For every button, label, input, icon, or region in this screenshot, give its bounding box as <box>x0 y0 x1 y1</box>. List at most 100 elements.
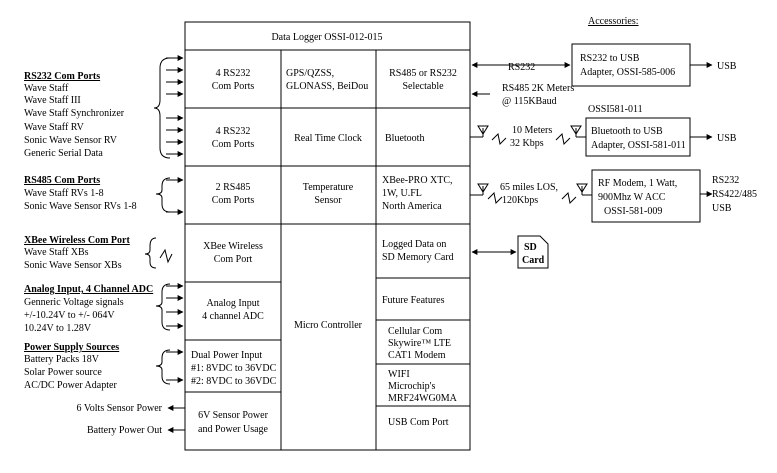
cell-sensor-power: 6V Sensor Power and Power Usage <box>198 410 269 435</box>
svg-text:6 Volts Sensor Power: 6 Volts Sensor Power <box>77 403 163 414</box>
cell-xbee-pro: XBee-PRO XTC, 1W, U.FL North America <box>382 175 453 212</box>
antenna-icon <box>477 183 489 195</box>
svg-text:Bluetooth to USB: Bluetooth to USB <box>591 126 663 137</box>
svg-text:GLONASS, BeiDou: GLONASS, BeiDou <box>286 81 368 92</box>
svg-text:Dual Power Input: Dual Power Input <box>191 350 262 361</box>
accessories-label: Accessories: <box>588 16 639 27</box>
cell-rs485-selectable: RS485 or RS232 Selectable <box>389 68 457 92</box>
svg-text:10.24V to 1.28V: 10.24V to 1.28V <box>24 323 92 334</box>
svg-text:32 Kbps: 32 Kbps <box>510 138 544 149</box>
svg-text:Com Port: Com Port <box>214 254 253 265</box>
wireless-icon <box>491 132 507 146</box>
svg-text:Wave Staff RVs 1-8: Wave Staff RVs 1-8 <box>24 188 104 199</box>
cell-rs232: 4 RS232 Com Ports <box>212 68 255 92</box>
cell-cellular: Cellular Com Skywire™ LTE CAT1 Modem <box>388 326 451 361</box>
svg-text:65 miles LOS,: 65 miles LOS, <box>500 182 558 193</box>
rs232-usb-adapter <box>571 43 691 87</box>
svg-text:AC/DC Power Adapter: AC/DC Power Adapter <box>24 380 117 391</box>
antenna-icon <box>477 125 489 137</box>
cell-future-features: Future Features <box>382 295 445 306</box>
svg-text:Sonic Wave Sensor XBs: Sonic Wave Sensor XBs <box>24 260 122 271</box>
svg-text:#2: 8VDC to 36VDC: #2: 8VDC to 36VDC <box>191 376 277 387</box>
rf-modem-outputs: RS232 RS422/485 USB <box>712 175 757 214</box>
svg-text:RS232 to USB: RS232 to USB <box>580 53 640 64</box>
svg-text:RS232: RS232 <box>712 175 739 186</box>
svg-text:@ 115KBaud: @ 115KBaud <box>502 96 557 107</box>
svg-text:SD Memory Card: SD Memory Card <box>382 252 454 263</box>
cell-analog: Analog Input 4 channel ADC <box>202 298 264 322</box>
svg-text:#1: 8VDC to 36VDC: #1: 8VDC to 36VDC <box>191 363 277 374</box>
svg-text:RF Modem, 1 Watt,: RF Modem, 1 Watt, <box>598 178 677 189</box>
svg-text:Analog Input: Analog Input <box>206 298 259 309</box>
link-xbee-pro: 65 miles LOS, 120Kbps <box>470 182 592 206</box>
link-rs485-meters: RS485 2K Meters @ 115KBaud <box>471 83 574 107</box>
svg-text:4 RS232: 4 RS232 <box>216 68 251 79</box>
wireless-icon <box>555 132 571 146</box>
svg-text:RS485 Com Ports: RS485 Com Ports <box>24 175 100 186</box>
logger-outline <box>184 21 471 451</box>
usb-out-1: USB <box>717 61 737 72</box>
cell-rs232-b: 4 RS232 Com Ports <box>212 126 255 150</box>
svg-text:Adapter, OSSI-585-006: Adapter, OSSI-585-006 <box>580 67 675 78</box>
svg-text:OSSI-581-009: OSSI-581-009 <box>604 206 662 217</box>
cell-sd-logged: Logged Data on SD Memory Card <box>382 239 454 263</box>
left-input-arrows <box>166 55 184 383</box>
svg-text:XBee-PRO XTC,: XBee-PRO XTC, <box>382 175 453 186</box>
svg-text:Wave Staff: Wave Staff <box>24 83 69 94</box>
cell-xbee: XBee Wireless Com Port <box>203 241 263 265</box>
cell-rtc: Real Time Clock <box>294 133 362 144</box>
svg-text:Com Ports: Com Ports <box>212 81 255 92</box>
svg-text:Cellular Com: Cellular Com <box>388 326 442 337</box>
svg-text:Com Ports: Com Ports <box>212 195 255 206</box>
svg-text:Logged Data on: Logged Data on <box>382 239 446 250</box>
cell-usb-com: USB Com Port <box>388 417 449 428</box>
left-group-power: Power Supply Sources Battery Packs 18V S… <box>24 342 171 391</box>
svg-text:RS485 or RS232: RS485 or RS232 <box>389 68 457 79</box>
cell-rs485: 2 RS485 Com Ports <box>212 182 255 206</box>
cell-temp: Temperature Sensor <box>303 182 354 206</box>
svg-text:RS232: RS232 <box>508 62 535 73</box>
svg-text:1W, U.FL: 1W, U.FL <box>382 188 422 199</box>
left-group-xbee: XBee Wireless Com Port Wave Staff XBs So… <box>24 235 157 271</box>
svg-text:Battery Power Out: Battery Power Out <box>87 425 162 436</box>
svg-text:Temperature: Temperature <box>303 182 354 193</box>
cell-bluetooth: Bluetooth <box>385 133 424 144</box>
svg-text:Com Ports: Com Ports <box>212 139 255 150</box>
svg-text:RS232 Com Ports: RS232 Com Ports <box>24 71 100 82</box>
svg-text:+/-10.24V to +/- 064V: +/-10.24V to +/- 064V <box>24 310 115 321</box>
svg-text:Future Features: Future Features <box>382 295 445 306</box>
bt-adapter-title: OSSI581-011 <box>588 104 643 115</box>
wireless-icon <box>561 191 577 205</box>
svg-text:Sonic Wave Sensor RVs 1-8: Sonic Wave Sensor RVs 1-8 <box>24 201 137 212</box>
svg-text:Skywire™ LTE: Skywire™ LTE <box>388 338 451 349</box>
svg-text:Solar Power source: Solar Power source <box>24 367 102 378</box>
sd-card-icon <box>517 235 549 269</box>
output-battery: Battery Power Out <box>87 425 185 436</box>
link-bluetooth: 10 Meters 32 Kbps <box>470 125 586 149</box>
svg-text:North America: North America <box>382 201 442 212</box>
svg-text:Wave Staff III: Wave Staff III <box>24 95 81 106</box>
svg-text:Sonic Wave Sensor RV: Sonic Wave Sensor RV <box>24 135 118 146</box>
svg-text:Battery Packs 18V: Battery Packs 18V <box>24 354 100 365</box>
left-group-analog: Analog Input, 4 Channel ADC Genneric Vol… <box>24 283 171 334</box>
sd-card-label: Card <box>522 255 545 266</box>
svg-text:Wave Staff RV: Wave Staff RV <box>24 122 85 133</box>
svg-text:4 RS232: 4 RS232 <box>216 126 251 137</box>
output-sensor-power: 6 Volts Sensor Power <box>77 403 185 414</box>
bt-usb-adapter <box>585 117 691 157</box>
left-group-rs232: RS232 Com Ports Wave Staff Wave Staff II… <box>24 57 171 159</box>
svg-text:Wave Staff Synchronizer: Wave Staff Synchronizer <box>24 108 125 119</box>
svg-text:Sensor: Sensor <box>314 195 342 206</box>
svg-text:Analog Input, 4 Channel ADC: Analog Input, 4 Channel ADC <box>24 284 153 295</box>
svg-text:and Power Usage: and Power Usage <box>198 424 269 435</box>
svg-text:USB Com Port: USB Com Port <box>388 417 449 428</box>
svg-text:CAT1 Modem: CAT1 Modem <box>388 350 446 361</box>
svg-text:XBee Wireless: XBee Wireless <box>203 241 263 252</box>
svg-text:RS485 2K Meters: RS485 2K Meters <box>502 83 574 94</box>
svg-text:Wave Staff XBs: Wave Staff XBs <box>24 247 89 258</box>
svg-text:XBee Wireless Com Port: XBee Wireless Com Port <box>24 235 130 246</box>
sd-card-label: SD <box>524 242 537 253</box>
wireless-icon <box>487 191 503 205</box>
svg-text:Genneric Voltage signals: Genneric Voltage signals <box>24 297 124 308</box>
